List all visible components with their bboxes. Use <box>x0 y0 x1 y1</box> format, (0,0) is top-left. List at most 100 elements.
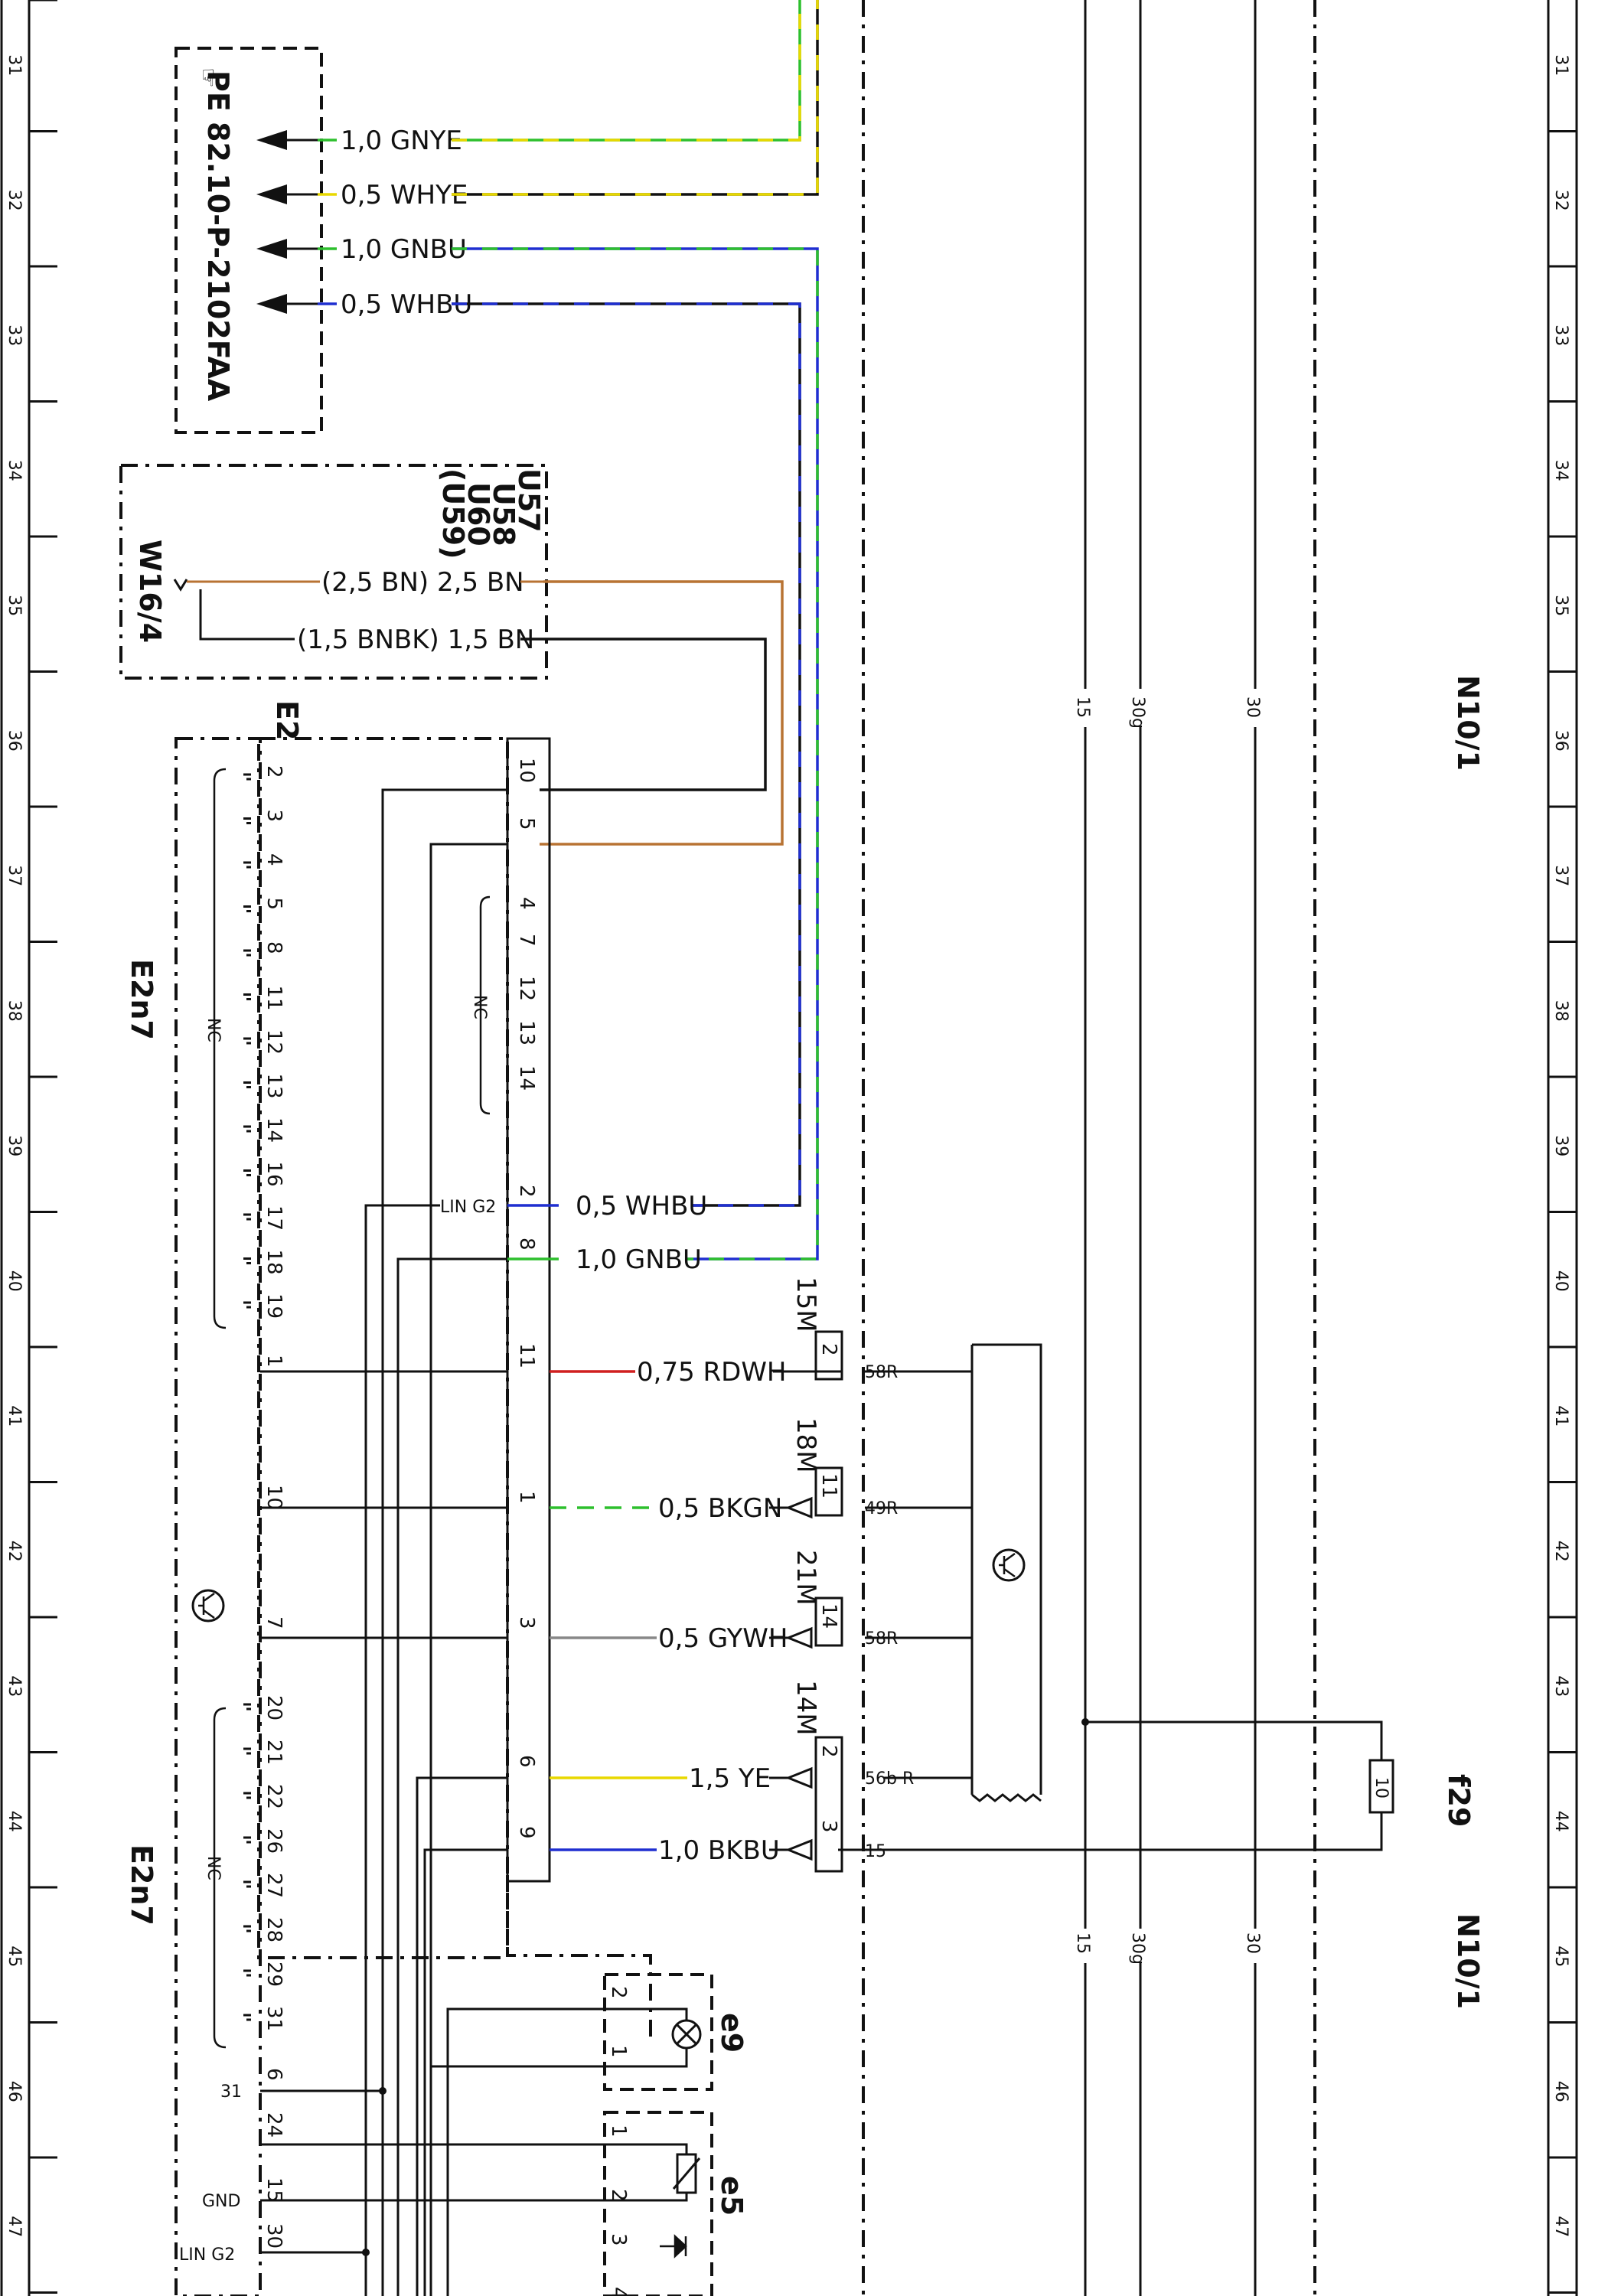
variant-wire-bnbk: (1,5 BNBK) 1,5 BN <box>199 589 767 791</box>
component-n10-1-top[interactable]: N10/1 <box>1451 675 1485 771</box>
e2-pin-14: 14 <box>515 1065 538 1091</box>
component-e9-label: e9 <box>715 2013 749 2053</box>
connector-15m[interactable]: 15M 2 58R <box>791 1277 898 1382</box>
left-grid-rail <box>0 0 57 2296</box>
e2n7-pin-27: 27 <box>263 1873 285 1898</box>
e2n7-pin-19: 19 <box>263 1293 285 1319</box>
e2n7-pin-16: 16 <box>263 1162 285 1187</box>
e2n7-pin-21: 21 <box>263 1740 285 1765</box>
e2n7-pin-contact <box>243 905 251 912</box>
mid-wire-bkbu-label: 1,0 BKBU <box>658 1835 780 1866</box>
e2n7-pin-15: 15 <box>263 2177 285 2203</box>
grid-row-label: 37 <box>5 865 24 886</box>
e2n7-pin-contact <box>243 861 251 869</box>
grid-row-label: 31 <box>1551 54 1570 76</box>
variant-wire-bn: (2,5 BN) 2,5 BN <box>173 567 784 846</box>
grid-row-label: 40 <box>5 1270 24 1292</box>
grid-row-label: 38 <box>1551 1000 1570 1022</box>
grid-row-label: 43 <box>1551 1675 1570 1697</box>
e2-pin-11: 11 <box>515 1343 538 1368</box>
component-n10-1-bottom[interactable]: N10/1 <box>1451 1913 1485 2009</box>
top-wire-gnbu: 1,0 GNBU <box>318 234 819 1261</box>
e2-pin-7: 7 <box>515 934 538 947</box>
mid-wire-ye-label: 1,5 YE <box>689 1763 771 1794</box>
e2-pin-4: 4 <box>515 897 538 910</box>
top-wire-gnye-label: 1,0 GNYE <box>341 126 462 156</box>
top-wire-gnbu-label: 1,0 GNBU <box>341 234 467 265</box>
e2n7-pin-17: 17 <box>263 1205 285 1231</box>
e2n7-pin-contact <box>243 1747 251 1755</box>
grid-row-label: 31 <box>5 54 24 76</box>
component-e2-label[interactable]: E2 <box>270 700 304 740</box>
grid-row-label: 44 <box>5 1811 24 1832</box>
e2n7-pin-20: 20 <box>263 1695 285 1720</box>
component-w16-4[interactable]: W16/4 <box>133 540 167 643</box>
e2-lin-label: LIN G2 <box>440 1198 496 1217</box>
mid-wire-gnbu: 1,0 GNBU <box>507 1244 702 1275</box>
variant-code-u58: U58 <box>487 482 520 546</box>
e2n7-pin-14: 14 <box>263 1117 285 1143</box>
grid-row-label: 44 <box>1551 1811 1570 1832</box>
e2n7-pin-contact <box>243 817 251 824</box>
fuse-f29[interactable]: 10 f29 <box>838 1718 1476 1851</box>
bus-30-label-bottom: 30 <box>1243 1932 1262 1954</box>
connector-15m-pin: 2 <box>817 1343 840 1356</box>
grid-row-label: 35 <box>1551 595 1570 616</box>
e2-connector-strip <box>506 737 551 1883</box>
connector-14m[interactable]: 14M 2 56b R 3 15 <box>791 1680 914 1873</box>
e2n7-pin-5: 5 <box>263 898 285 911</box>
top-wire-whye-label: 0,5 WHYE <box>341 180 468 210</box>
e2n7-pin-contact <box>243 1969 251 1977</box>
grid-row-label: 47 <box>1551 2216 1570 2237</box>
e2n7-nc-label-bottom: NC <box>204 1856 223 1880</box>
e2n7-nc-label-top: NC <box>204 1018 223 1042</box>
e2-nc-bracket: NC <box>470 895 491 1115</box>
e2n7-pin-contact <box>243 949 251 957</box>
n10-1-transistor-block <box>865 1343 1042 1802</box>
component-e5[interactable]: e5 1 2 3 4 <box>260 2125 749 2296</box>
mid-wire-gywh: 0,5 GYWH <box>550 1623 788 1654</box>
grid-row-label: 41 <box>1551 1405 1570 1427</box>
mid-wire-rdwh: 0,75 RDWH <box>550 1357 842 1388</box>
mid-wire-rdwh-label: 0,75 RDWH <box>637 1357 787 1388</box>
connector-14m-label: 14M <box>791 1680 821 1736</box>
e2n7-label-gnd: GND <box>202 2192 240 2211</box>
grid-row-label: 37 <box>1551 865 1570 886</box>
e2n7-pin-24: 24 <box>263 2112 285 2138</box>
hand-pointer-icon: ☞ <box>194 67 221 88</box>
grid-row-label: 39 <box>1551 1135 1570 1156</box>
e2n7-pin-contact <box>243 1081 251 1088</box>
mid-wire-bkgn: 0,5 BKGN <box>550 1493 782 1524</box>
e2n7-pin-11: 11 <box>263 986 285 1011</box>
e2n7-pin-contact <box>243 1125 251 1133</box>
connector-15m-label: 15M <box>791 1277 821 1332</box>
component-e2n7-top[interactable]: E2n7 <box>125 959 158 1040</box>
e2n7-pin-26: 26 <box>263 1828 285 1854</box>
grid-row-label: 36 <box>1551 730 1570 752</box>
pe-reference-text[interactable]: PE 82.10-P-2102FAA <box>201 70 235 402</box>
e9-pin-1: 1 <box>607 2045 630 2058</box>
e5-pin-4: 4 <box>607 2287 630 2296</box>
component-e9[interactable]: e9 2 1 <box>431 1986 749 2296</box>
grid-row-label: 33 <box>1551 325 1570 346</box>
connector-14m-pin: 2 <box>817 1745 840 1758</box>
grid-row-label: 46 <box>1551 2081 1570 2102</box>
e2n7-nc-bracket-bottom: NC <box>204 1707 227 2049</box>
e2n7-pin-contact <box>243 773 251 781</box>
bus-lines: 15 30g 30 15 30g 30 <box>1073 0 1262 2296</box>
mid-wire-whbu-label: 0,5 WHBU <box>576 1191 707 1221</box>
component-e2n7-bottom[interactable]: E2n7 <box>125 1844 158 1926</box>
e2n7-pin-contact <box>243 1169 251 1176</box>
e2n7-pin-4: 4 <box>263 853 285 866</box>
grid-row-label: 40 <box>1551 1270 1570 1292</box>
grid-row-label: 34 <box>5 460 24 481</box>
e2-pins: 10 5 4 7 12 13 14 2 8 11 1 3 6 9 <box>515 758 538 1839</box>
pe-reference-label[interactable]: PE 82.10-P-2102FAA ☞ <box>194 67 235 402</box>
connector-21m-pin: 14 <box>817 1603 840 1629</box>
grid-row-label: 32 <box>5 190 24 211</box>
grid-row-label: 45 <box>5 1945 24 1967</box>
e2n7-nc-bracket-top: NC <box>204 768 227 1329</box>
e5-pin-1: 1 <box>607 2125 630 2138</box>
